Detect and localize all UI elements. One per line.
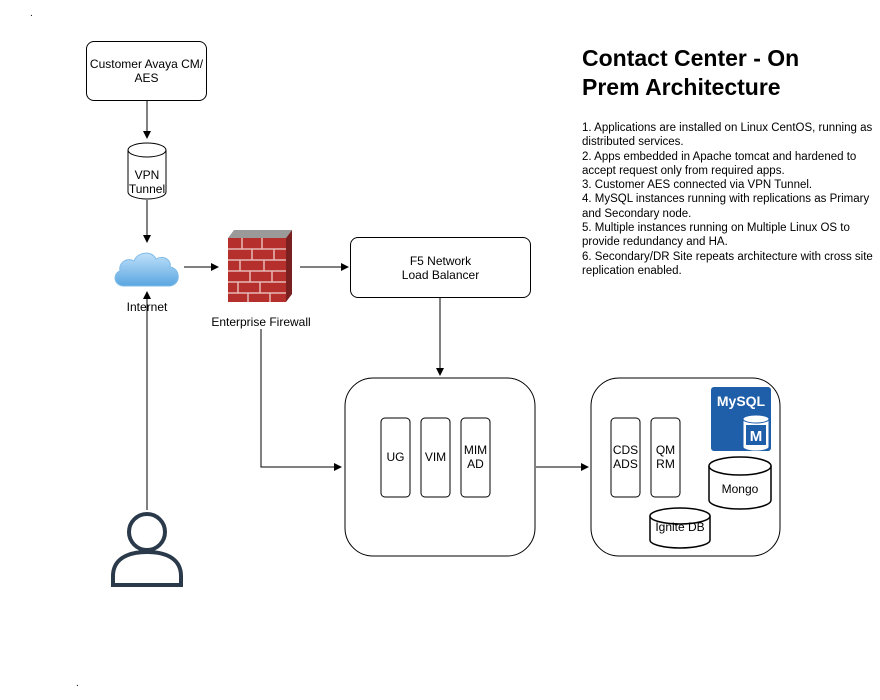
stray-dot-top: .: [30, 8, 33, 19]
ignite-cylinder-shape: [649, 507, 711, 549]
customer-avaya-node[interactable]: Customer Avaya CM/ AES: [86, 41, 207, 101]
ignite-db-label[interactable]: Ignite DB: [655, 520, 705, 534]
mysql-badge-letter: M: [749, 428, 763, 445]
firewall-icon: [228, 230, 292, 302]
lb-label-line2: Load Balancer: [401, 267, 480, 282]
load-balancer-node[interactable]: F5 Network Load Balancer: [350, 237, 531, 298]
architecture-notes: 1. Applications are installed on Linux C…: [582, 121, 874, 278]
vpn-tunnel-label: VPN Tunnel: [128, 168, 166, 196]
customer-label-line1: Customer Avaya CM/: [89, 57, 204, 71]
mysql-logo-text: MySQL: [716, 393, 766, 409]
service-mim-ad[interactable]: MIM AD: [463, 443, 488, 471]
diagram-title: Contact Center - On Prem Architecture: [582, 45, 800, 100]
mongo-label[interactable]: Mongo: [721, 482, 759, 496]
stray-dot-bottom: .: [76, 678, 79, 689]
note-item: 2. Apps embedded in Apache tomcat and ha…: [582, 150, 857, 177]
note-item: 1. Applications are installed on Linux C…: [582, 122, 873, 149]
mysql-icon: MySQL M: [711, 387, 771, 451]
customer-label-line2: AES: [134, 71, 159, 85]
service-cds-ads[interactable]: CDS ADS: [612, 443, 639, 471]
service-vim[interactable]: VIM: [424, 450, 447, 464]
vpn-cylinder-shape: [127, 142, 167, 200]
mysql-db-badge: [742, 414, 770, 451]
note-item: 4. MySQL instances running with replicat…: [582, 193, 870, 220]
person-icon: [111, 512, 183, 587]
cloud-icon: [114, 252, 179, 287]
note-item: 6. Secondary/DR Site repeats architectur…: [582, 250, 873, 277]
note-item: 3. Customer AES connected via VPN Tunnel…: [582, 179, 813, 192]
note-item: 5. Multiple instances running on Multipl…: [582, 222, 850, 249]
mongo-cylinder-shape: [708, 456, 772, 510]
service-qm-rm[interactable]: QM RM: [655, 443, 676, 471]
lb-label-line1: F5 Network: [409, 253, 472, 268]
service-ug[interactable]: UG: [386, 450, 405, 464]
firewall-label: Enterprise Firewall: [201, 315, 321, 329]
internet-label: Internet: [126, 300, 168, 314]
